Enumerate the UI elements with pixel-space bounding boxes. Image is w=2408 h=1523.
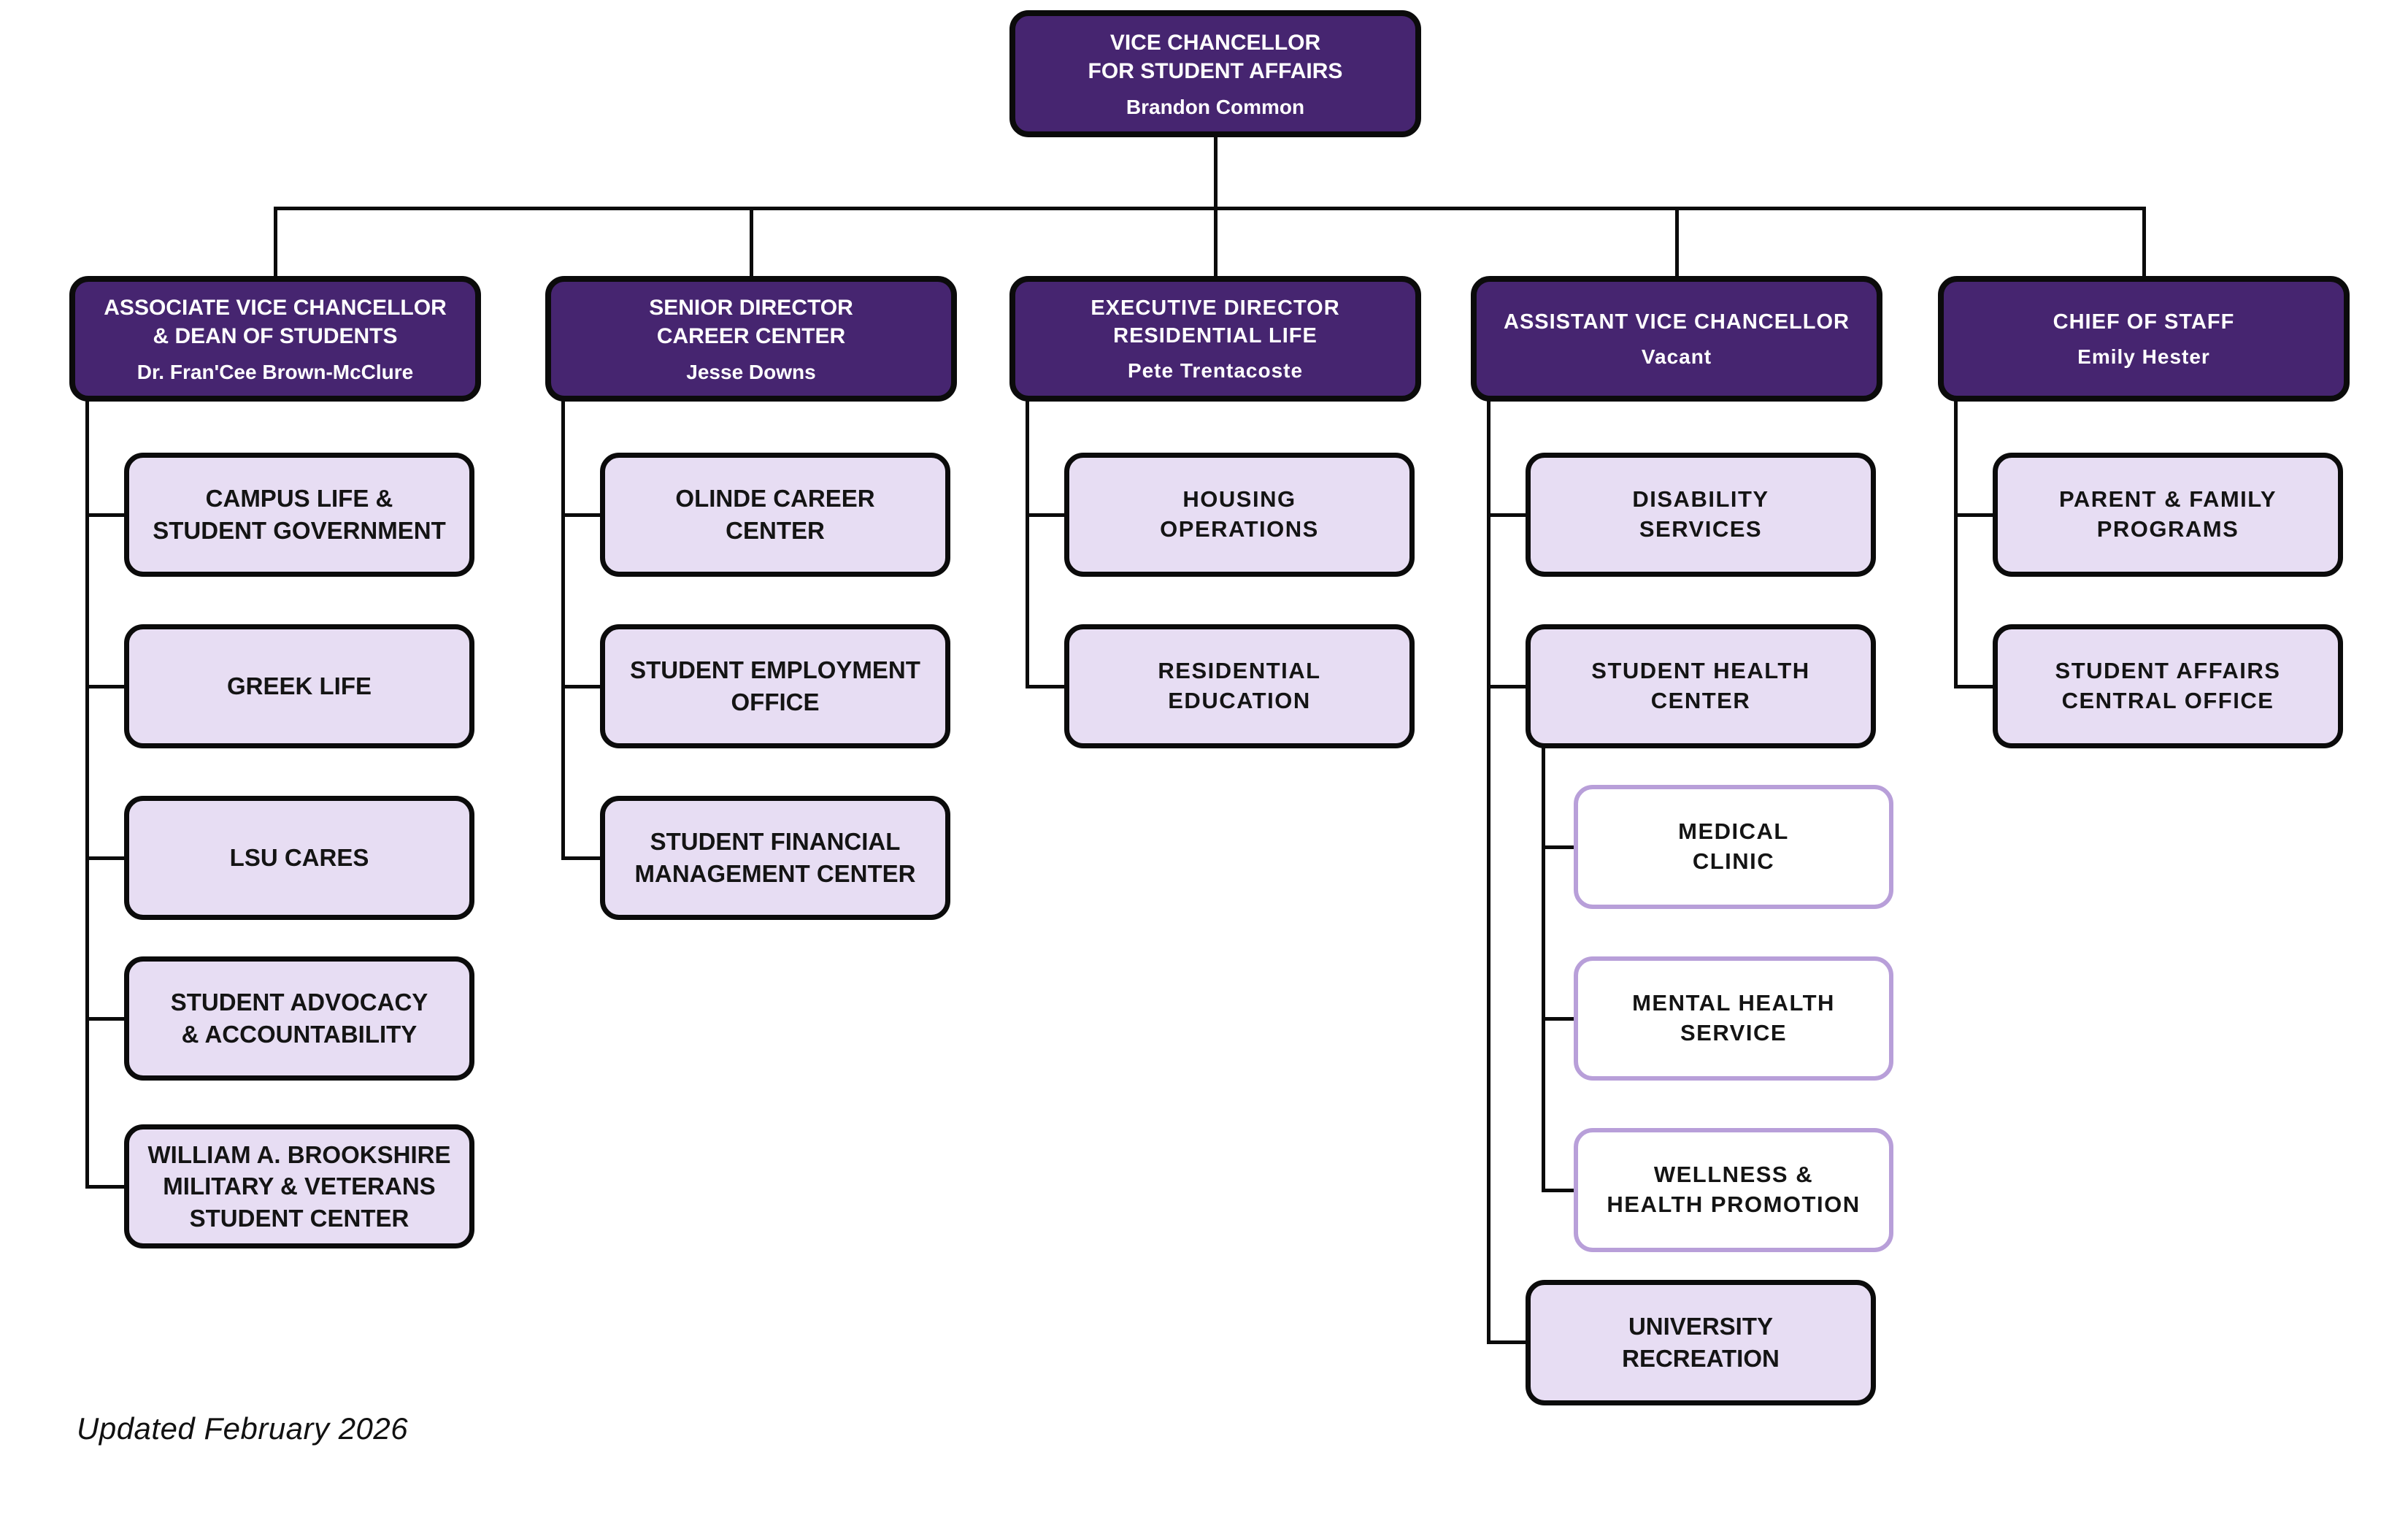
connector — [1954, 399, 1958, 688]
node-olinde-career-center: OLINDE CAREER CENTER — [600, 453, 950, 577]
connector — [561, 856, 602, 860]
connector — [1542, 1189, 1577, 1192]
connector — [1026, 513, 1066, 517]
node-residential-education: RESIDENTIAL EDUCATION — [1064, 624, 1415, 748]
node-campus-life-student-government: CAMPUS LIFE & STUDENT GOVERNMENT — [124, 453, 474, 577]
connector — [1954, 513, 1995, 517]
connector — [1542, 747, 1545, 1192]
node-medical-clinic: MEDICAL CLINIC — [1574, 785, 1893, 909]
node-wellness-health-promotion: WELLNESS & HEALTH PROMOTION — [1574, 1128, 1893, 1252]
connector — [1026, 399, 1029, 688]
node-associate-vc-dean-of-students: ASSOCIATE VICE CHANCELLOR & DEAN OF STUD… — [69, 276, 481, 402]
node-parent-family-programs: PARENT & FAMILY PROGRAMS — [1993, 453, 2343, 577]
node-title: ASSISTANT VICE CHANCELLOR — [1504, 310, 1850, 334]
node-title: EXECUTIVE DIRECTOR RESIDENTIAL LIFE — [1090, 296, 1340, 348]
connector — [1542, 845, 1577, 849]
node-title: ASSOCIATE VICE CHANCELLOR & DEAN OF STUD… — [104, 295, 447, 349]
connector — [1487, 685, 1528, 688]
connector — [561, 399, 565, 859]
connector — [1487, 399, 1490, 1343]
connector — [2142, 207, 2146, 277]
connector — [1026, 685, 1066, 688]
connector — [85, 513, 126, 517]
connector — [1487, 1340, 1528, 1344]
node-university-recreation: UNIVERSITY RECREATION — [1526, 1280, 1876, 1405]
node-greek-life: GREEK LIFE — [124, 624, 474, 748]
node-person-name: Emily Hester — [2077, 345, 2210, 369]
connector — [85, 399, 89, 1188]
node-title: SENIOR DIRECTOR CAREER CENTER — [649, 295, 853, 349]
connector — [1542, 1017, 1577, 1021]
connector — [1675, 207, 1679, 277]
node-person-name: Dr. Fran'Cee Brown-McClure — [136, 360, 414, 383]
node-student-employment-office: STUDENT EMPLOYMENT OFFICE — [600, 624, 950, 748]
connector — [274, 207, 2146, 210]
node-assistant-vice-chancellor: ASSISTANT VICE CHANCELLOR Vacant — [1471, 276, 1882, 402]
updated-note: Updated February 2026 — [77, 1411, 409, 1446]
node-person-name: Vacant — [1641, 345, 1712, 369]
node-executive-director-residential-life: EXECUTIVE DIRECTOR RESIDENTIAL LIFE Pete… — [1009, 276, 1421, 402]
connector — [274, 207, 277, 277]
connector — [85, 1185, 126, 1189]
node-person-name: Brandon Common — [1126, 95, 1305, 118]
node-senior-director-career-center: SENIOR DIRECTOR CAREER CENTER Jesse Down… — [545, 276, 957, 402]
connector — [85, 1017, 126, 1021]
node-title: VICE CHANCELLOR FOR STUDENT AFFAIRS — [1088, 30, 1343, 84]
connector — [561, 513, 602, 517]
node-mental-health-service: MENTAL HEALTH SERVICE — [1574, 956, 1893, 1081]
node-person-name: Jesse Downs — [686, 360, 816, 383]
connector — [85, 685, 126, 688]
node-vice-chancellor-student-affairs: VICE CHANCELLOR FOR STUDENT AFFAIRS Bran… — [1009, 10, 1421, 137]
node-brookshire-military-veterans-student-center: WILLIAM A. BROOKSHIRE MILITARY & VETERAN… — [124, 1124, 474, 1248]
node-student-affairs-central-office: STUDENT AFFAIRS CENTRAL OFFICE — [1993, 624, 2343, 748]
node-title: CHIEF OF STAFF — [2053, 310, 2235, 334]
connector — [1954, 685, 1995, 688]
node-student-advocacy-accountability: STUDENT ADVOCACY & ACCOUNTABILITY — [124, 956, 474, 1081]
connector — [1487, 513, 1528, 517]
node-chief-of-staff: CHIEF OF STAFF Emily Hester — [1938, 276, 2350, 402]
connector — [750, 207, 753, 277]
connector — [561, 685, 602, 688]
node-disability-services: DISABILITY SERVICES — [1526, 453, 1876, 577]
connector — [85, 856, 126, 860]
node-person-name: Pete Trentacoste — [1127, 359, 1304, 383]
node-housing-operations: HOUSING OPERATIONS — [1064, 453, 1415, 577]
node-lsu-cares: LSU CARES — [124, 796, 474, 920]
node-student-health-center: STUDENT HEALTH CENTER — [1526, 624, 1876, 748]
node-student-financial-management-center: STUDENT FINANCIAL MANAGEMENT CENTER — [600, 796, 950, 920]
